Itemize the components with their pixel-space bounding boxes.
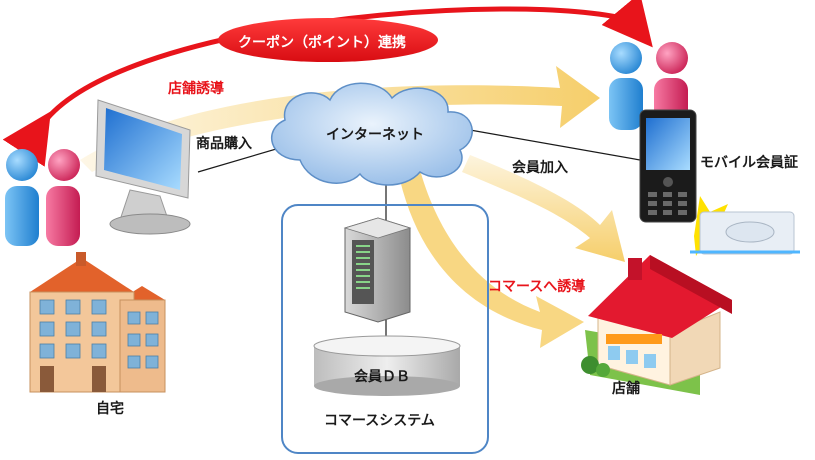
member-join-label: 会員加入 (512, 160, 568, 176)
server-icon (343, 217, 412, 323)
cloud-icon (270, 82, 473, 186)
internet-label: インターネット (326, 127, 424, 143)
person-pink-icon (46, 149, 80, 246)
reader-device-icon (690, 196, 800, 256)
commerce-guidance-label: コマースへ誘導 (488, 279, 586, 295)
product-purchase-label: 商品購入 (196, 136, 252, 152)
coupon-link-label: クーポン（ポイント）連携 (238, 35, 406, 51)
member-db-label: 会員ＤＢ (354, 369, 410, 385)
database-icon (313, 335, 461, 396)
mobile-phone-icon (639, 109, 697, 223)
coupon-link-oval (218, 18, 438, 62)
person-blue-icon (5, 149, 39, 246)
commerce-system-label: コマースシステム (324, 413, 435, 429)
flow-arrow-to-store-upper (462, 155, 625, 262)
home-label: 自宅 (96, 401, 124, 417)
link-internet-mobile (469, 129, 641, 161)
store-label: 店舗 (612, 381, 640, 397)
store-house-icon (581, 255, 732, 395)
commerce-system-frame (281, 204, 489, 454)
apartment-building-icon (29, 252, 166, 393)
store-guidance-label: 店舗誘導 (168, 81, 224, 97)
monitor-icon (95, 99, 191, 235)
flow-arrow-to-store-lower (400, 170, 584, 348)
mobile-member-card-label: モバイル会員証 (700, 155, 798, 171)
person-blue-icon (609, 42, 643, 130)
